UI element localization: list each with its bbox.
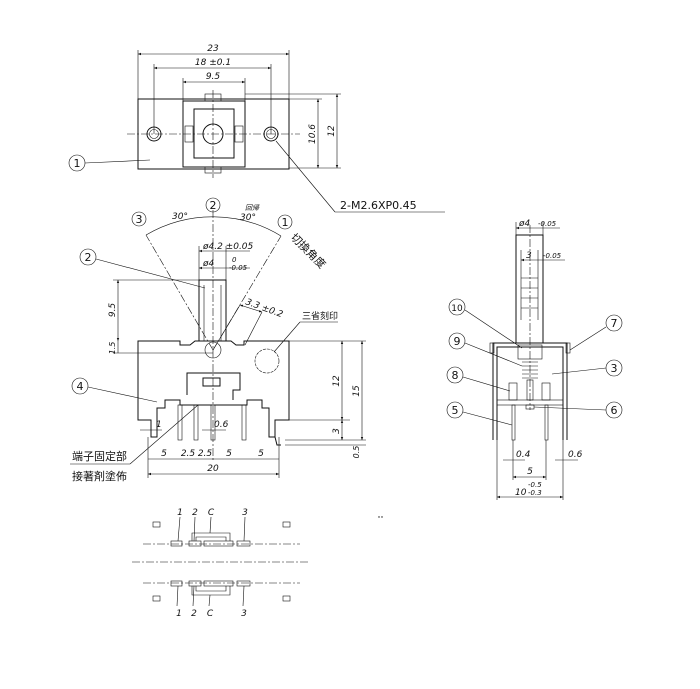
tol-upper: 0 — [232, 256, 237, 264]
dim-shaft-outer: ø4.2 ±0.05 — [202, 242, 254, 252]
dim-inner: 9.5 — [206, 72, 221, 82]
dim-shaft-side: ø4 — [518, 219, 531, 229]
switch-angle-note: 切換角度 — [288, 230, 329, 271]
dim-width: 23 — [207, 44, 219, 54]
return-note: 回帰 — [245, 204, 260, 212]
dim-12: 12 — [332, 375, 342, 387]
mark-circle — [254, 348, 280, 374]
pin-label-c: C — [208, 508, 215, 518]
dim-1-5: 1.5 — [108, 342, 117, 355]
dim-1: 1 — [156, 420, 162, 430]
position-1-label: 1 — [282, 216, 289, 229]
mark-note: 三省刻印 — [302, 310, 338, 322]
dim-hole-pitch: 18 ±0.1 — [195, 58, 231, 68]
dim-0-6: 0.6 — [214, 420, 229, 430]
side-view: ø4 -0.05 3 -0.05 0.4 0.6 5 10 -0.5 -0.3 … — [446, 219, 623, 500]
position-2-label: 2 — [210, 199, 217, 212]
dim-10: 10 — [515, 488, 527, 498]
front-view: 3 2 1 30° 30° 回帰 切換角度 ø4.2 ±0.05 ø4 0 -0… — [70, 197, 366, 483]
adhesive-note-2: 接著剤塗佈 — [72, 469, 127, 483]
pitch-dims: 5 2.5 2.5 5 5 20 — [147, 437, 280, 478]
callout-9: 9 — [454, 335, 461, 348]
pin-label-3-bottom: 3 — [241, 609, 247, 619]
dim-0-6-side: 0.6 — [568, 450, 583, 460]
callout-7: 7 — [611, 317, 618, 330]
dim-15: 15 — [352, 385, 362, 397]
pitch-dim: 5 — [258, 449, 264, 459]
pin-label-1: 1 — [177, 508, 183, 518]
dim-0-4: 0.4 — [516, 450, 531, 460]
pcb-footprint: 1 2 C 3 1 2 C 3 — [132, 508, 383, 619]
dim-20: 20 — [207, 464, 219, 474]
side-callouts: 10 9 8 5 7 3 6 — [446, 298, 623, 426]
callout-6: 6 — [611, 404, 618, 417]
callout-3: 3 — [611, 362, 618, 375]
angle-left: 30° — [172, 212, 188, 222]
angle-right: 30° — [240, 213, 256, 223]
dim-shaft: ø4 — [202, 259, 215, 269]
callout-4: 4 — [77, 380, 84, 393]
pin-label-1-bottom: 1 — [176, 609, 182, 619]
dim-5-side: 5 — [527, 467, 533, 477]
pitch-dim: 5 — [161, 449, 167, 459]
pin-label-c-bottom: C — [207, 609, 214, 619]
thread-note: 2-M2.6XP0.45 — [340, 199, 417, 212]
dim-flat-tol: -0.05 — [543, 252, 562, 260]
pin-label-3: 3 — [242, 508, 248, 518]
pitch-dim: 2.5 — [198, 449, 213, 459]
pitch-dim: 2.5 — [181, 449, 196, 459]
callout-8: 8 — [452, 369, 459, 382]
dim-h1: 10.6 — [308, 124, 318, 144]
callout-10: 10 — [451, 304, 463, 314]
pins — [177, 404, 281, 446]
adhesive-note-1: 端子固定部 — [72, 449, 127, 463]
pin-label-2-bottom: 2 — [191, 609, 197, 619]
dim-3: 3 — [332, 428, 342, 434]
callout-1: 1 — [74, 157, 81, 170]
dim-shaft-side-tol: -0.05 — [538, 220, 557, 228]
pitch-dim: 5 — [226, 449, 232, 459]
dim-shaft-len: 9.5 — [108, 303, 118, 318]
position-3-label: 3 — [136, 213, 143, 226]
dim-0-5: 0.5 — [352, 446, 361, 459]
top-view: 23 18 ±0.1 9.5 10.6 12 1 2-M2.6XP0.45 — [68, 44, 445, 213]
dim-h2: 12 — [327, 125, 337, 137]
dim-10-tol-lower: -0.3 — [528, 489, 542, 497]
pin-label-2: 2 — [192, 508, 198, 518]
pivot-circle — [204, 341, 222, 359]
dim-flat: 3 — [526, 251, 532, 261]
dim-3-3: 3.3 ±0.2 — [244, 297, 284, 320]
callout-2: 2 — [85, 251, 92, 264]
tol-lower: -0.05 — [229, 264, 248, 272]
dim-10-tol-upper: -0.5 — [528, 481, 542, 489]
callout-5: 5 — [452, 404, 459, 417]
